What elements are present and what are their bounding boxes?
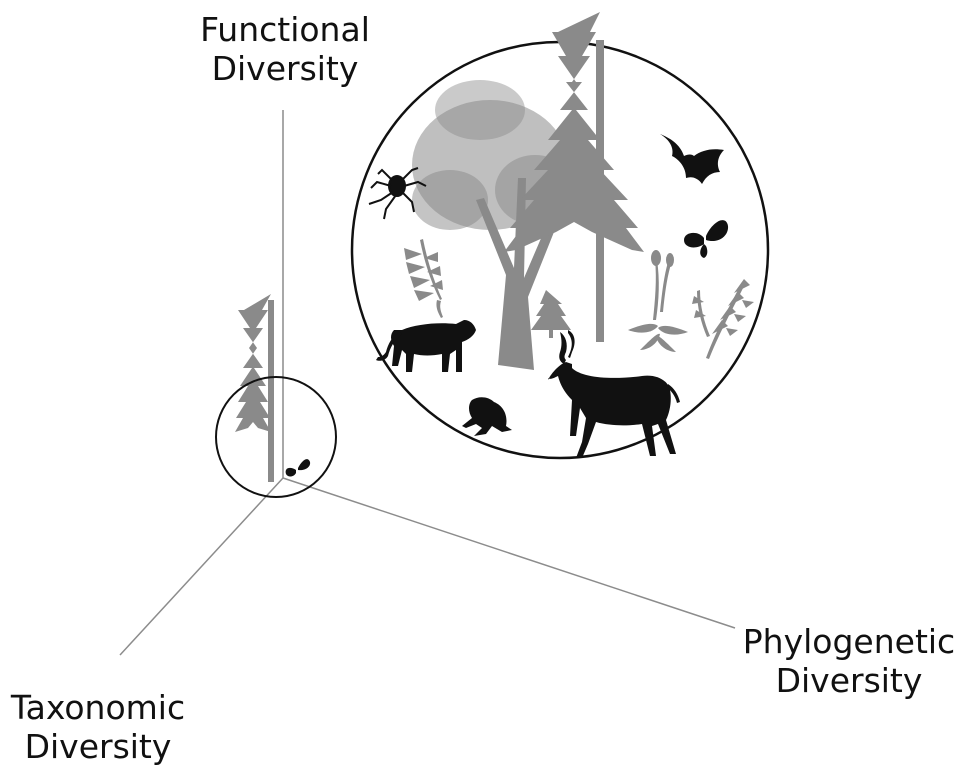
functional-diversity-label-line2: Diversity [180, 49, 390, 88]
functional-diversity-label-line1: Functional [180, 10, 390, 49]
taxonomic-axis-line [120, 478, 283, 655]
taxonomic-diversity-label-line1: Taxonomic [0, 688, 196, 727]
phylogenetic-diversity-label: Phylogenetic Diversity [730, 622, 968, 700]
functional-diversity-label: Functional Diversity [180, 10, 390, 88]
phylogenetic-diversity-label-line1: Phylogenetic [730, 622, 968, 661]
small-community-circle [216, 377, 336, 497]
small-butterfly-icon [286, 459, 311, 476]
phylogenetic-diversity-label-line2: Diversity [730, 661, 968, 700]
taxonomic-diversity-label: Taxonomic Diversity [0, 688, 196, 766]
community-scene [352, 12, 768, 458]
phylogenetic-axis-line [283, 478, 735, 628]
taxonomic-diversity-label-line2: Diversity [0, 727, 196, 766]
